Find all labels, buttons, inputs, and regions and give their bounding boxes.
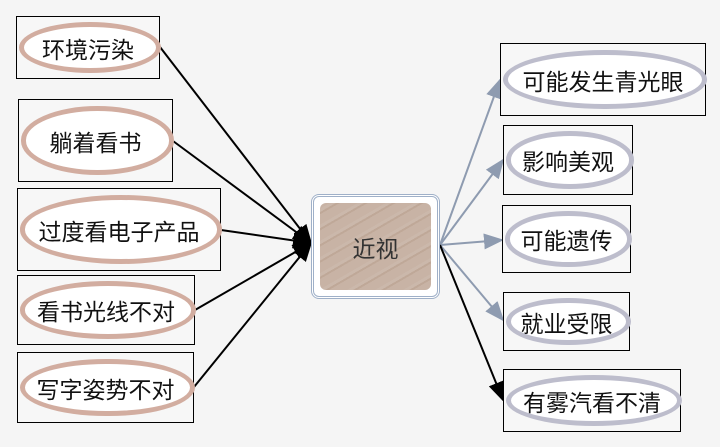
cause-node[interactable]: 写字姿势不对 [17,352,195,423]
connector-effect-4 [439,244,505,322]
node-label: 就业受限 [520,311,613,338]
node-label: 过度看电子产品 [38,219,200,246]
connector-effect-3 [439,233,504,250]
effect-node[interactable]: 有雾汽看不清 [503,369,682,432]
node-label: 可能遗传 [520,229,613,255]
connector-cause-5 [193,241,313,388]
node-label: 影响美观 [522,150,614,176]
center-node[interactable]: 近视 [311,194,440,299]
cause-node[interactable]: 环境污染 [16,16,161,79]
cause-node[interactable]: 过度看电子产品 [17,188,222,271]
effect-node[interactable]: 就业受限 [503,292,631,351]
node-label: 环境污染 [42,37,134,64]
node-label: 可能发生青光眼 [522,69,684,96]
cause-node[interactable]: 躺着看书 [18,99,174,182]
scribble-fill [320,203,431,290]
cause-node[interactable]: 看书光线不对 [17,275,196,345]
node-label: 躺着看书 [49,130,142,157]
effect-node[interactable]: 可能发生青光眼 [500,43,707,116]
connector-effect-5 [439,244,504,402]
node-label: 有雾汽看不清 [523,390,661,417]
node-label: 看书光线不对 [37,300,175,326]
node-label: 写字姿势不对 [36,377,175,404]
effect-node[interactable]: 影响美观 [503,125,634,195]
effect-node[interactable]: 可能遗传 [502,205,632,273]
connector-cause-1 [159,46,313,245]
connector-cause-2 [172,140,313,245]
connector-cause-3 [220,229,313,249]
center-label: 近视 [352,236,399,263]
connector-effect-1 [439,78,502,246]
connector-cause-4 [194,241,313,311]
connector-effect-2 [439,158,505,246]
